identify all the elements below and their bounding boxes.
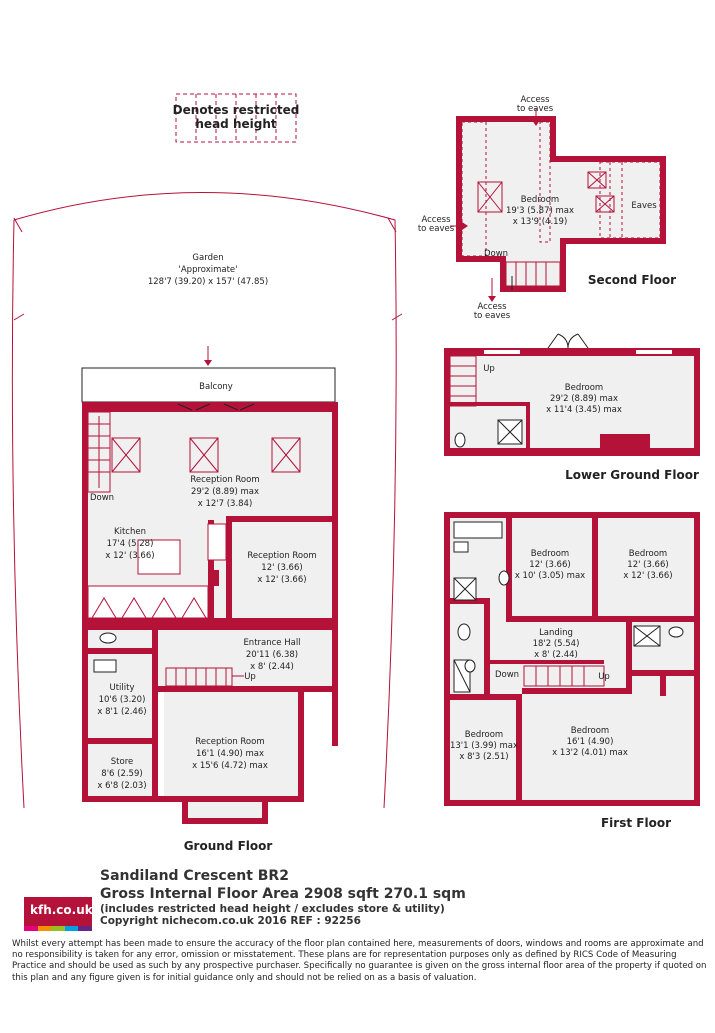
ff-up-label: Up	[598, 672, 610, 682]
sf-access-top-2: to eaves	[517, 104, 554, 114]
ff-bedroom-b-dim2: x 12' (3.66)	[623, 571, 672, 581]
sf-down-label: Down	[484, 249, 508, 259]
lgf-up-label: Up	[483, 364, 495, 374]
kitchen-dim2: x 12' (3.66)	[105, 551, 154, 561]
reception2-dim1: 12' (3.66)	[261, 563, 302, 573]
ff-bedroom-c-dim1: 13'1 (3.99) max	[450, 741, 518, 751]
ff-bedroom-d-dim1: 16'1 (4.90)	[567, 737, 614, 747]
sf-access-left-2: to eaves	[418, 224, 455, 234]
ff-bedroom-a-dim2: x 10' (3.05) max	[515, 571, 585, 581]
utility-dim1: 10'6 (3.20)	[99, 695, 146, 705]
lgf-bedroom-dim1: 29'2 (8.89) max	[550, 394, 618, 404]
garden-note: 'Approximate'	[179, 265, 238, 275]
reception1-dim1: 29'2 (8.89) max	[191, 487, 259, 497]
ff-bedroom-c-name: Bedroom	[465, 730, 503, 740]
legend-restricted-head-height: Denotes restricted head height	[173, 93, 300, 143]
sf-access-bottom-2: to eaves	[474, 311, 511, 321]
kitchen-name: Kitchen	[114, 527, 146, 537]
garden-dims: 128'7 (39.20) x 157' (47.85)	[148, 277, 268, 287]
ground-up-label: Up	[244, 672, 256, 682]
second-floor-title: Second Floor	[588, 273, 676, 287]
kitchen-dim1: 17'4 (5.28)	[107, 539, 154, 549]
reception1-dim2: x 12'7 (3.84)	[198, 499, 253, 509]
second-floor: Access to eaves Access to eaves Access t…	[418, 95, 676, 321]
entrance-name: Entrance Hall	[243, 638, 300, 648]
store-dim2: x 6'8 (2.03)	[97, 781, 146, 791]
ff-bedroom-b-name: Bedroom	[629, 549, 667, 559]
first-floor: Bedroom 12' (3.66) x 10' (3.05) max Bedr…	[444, 512, 700, 830]
staircase-ground	[87, 411, 111, 493]
reception3-dim2: x 15'6 (4.72) max	[192, 761, 268, 771]
area-note: (includes restricted head height / exclu…	[100, 903, 445, 915]
ff-down-label: Down	[495, 670, 519, 680]
utility-dim2: x 8'1 (2.46)	[97, 707, 146, 717]
skylight-2	[189, 437, 219, 473]
plan-footer: Sandiland Crescent BR2 Gross Internal Fl…	[100, 868, 700, 927]
entrance-dim2: x 8' (2.44)	[250, 662, 294, 672]
reception3-dim1: 16'1 (4.90) max	[196, 749, 264, 759]
kfh-logo: kfh.co.uk	[24, 897, 93, 931]
lgf-bedroom-name: Bedroom	[565, 383, 603, 393]
sf-eaves-label: Eaves	[631, 201, 657, 211]
first-floor-title: First Floor	[601, 816, 671, 830]
legend-line2: head height	[195, 117, 276, 131]
sf-access-left-1: Access	[421, 215, 451, 225]
legend-line1: Denotes restricted	[173, 103, 300, 117]
utility-name: Utility	[109, 683, 134, 693]
logo-color-bars	[24, 926, 92, 931]
lgf-title: Lower Ground Floor	[565, 468, 699, 482]
logo-text: kfh.co.uk	[30, 903, 93, 917]
sf-bedroom-dim2: x 13'9 (4.19)	[513, 217, 568, 227]
gross-internal-area: Gross Internal Floor Area 2908 sqft 270.…	[100, 886, 466, 902]
ff-bedroom-a-name: Bedroom	[531, 549, 569, 559]
reception3-name: Reception Room	[195, 737, 264, 747]
property-address: Sandiland Crescent BR2	[100, 868, 289, 884]
ground-floor-title: Ground Floor	[184, 839, 273, 853]
store-name: Store	[111, 757, 133, 767]
staircase-entrance	[165, 667, 233, 687]
entrance-dim1: 20'11 (6.38)	[246, 650, 298, 660]
copyright: Copyright nichecom.co.uk 2016 REF : 9225…	[100, 915, 361, 927]
sf-bedroom-dim1: 19'3 (5.87) max	[506, 206, 574, 216]
ff-landing-dim1: 18'2 (5.54)	[533, 639, 580, 649]
reception2-dim2: x 12' (3.66)	[257, 575, 306, 585]
reception1-name: Reception Room	[190, 475, 259, 485]
ground-down-label: Down	[90, 493, 114, 503]
garden-name: Garden	[192, 253, 223, 263]
sf-access-top-1: Access	[520, 95, 550, 105]
sf-access-bottom-1: Access	[477, 302, 507, 312]
ff-bedroom-d-name: Bedroom	[571, 726, 609, 736]
skylight-1	[111, 437, 141, 473]
sf-skylight-1	[477, 181, 503, 213]
ff-bedroom-d-dim2: x 13'2 (4.01) max	[552, 748, 628, 758]
ground-floor: Balcony Down Rec	[81, 367, 338, 853]
ff-bedroom-b-dim1: 12' (3.66)	[627, 560, 668, 570]
reception2-name: Reception Room	[247, 551, 316, 561]
disclaimer: Whilst every attempt has been made to en…	[12, 939, 707, 983]
skylight-3	[271, 437, 301, 473]
ff-landing-dim2: x 8' (2.44)	[534, 650, 578, 660]
sf-skylight-2	[587, 171, 607, 189]
ff-landing-name: Landing	[539, 628, 573, 638]
sf-bedroom-name: Bedroom	[521, 195, 559, 205]
garden-outline: Garden 'Approximate' 128'7 (39.20) x 157…	[11, 192, 403, 809]
store-dim1: 8'6 (2.59)	[101, 769, 142, 779]
ff-bedroom-c-dim2: x 8'3 (2.51)	[459, 752, 508, 762]
lgf-bedroom-dim2: x 11'4 (3.45) max	[546, 405, 622, 415]
sf-skylight-3	[595, 195, 615, 213]
balcony-label: Balcony	[199, 382, 233, 392]
lower-ground-floor: Up Bedroom 29'2 (8.89) max x 11'4 (3.45)…	[444, 333, 700, 482]
ff-bedroom-a-dim1: 12' (3.66)	[529, 560, 570, 570]
